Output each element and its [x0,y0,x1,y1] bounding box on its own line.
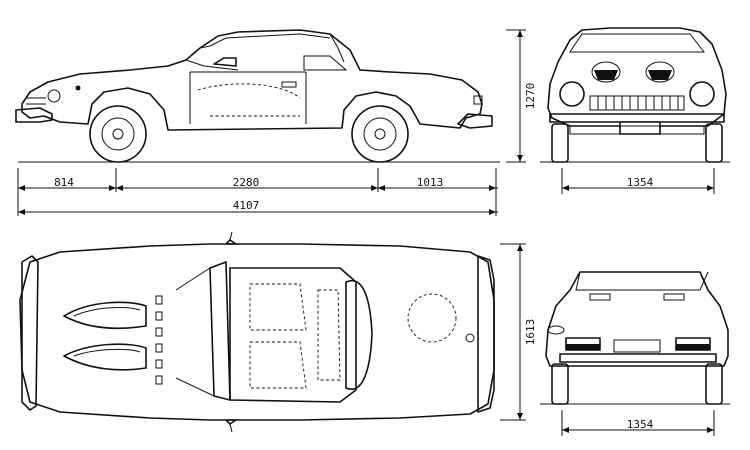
dim-wheelbase: 2280 [233,176,260,189]
front-view [540,27,730,163]
side-dimensions: 814 2280 1013 4107 1270 [17,29,537,216]
dim-rear-track: 1354 [627,418,654,431]
rear-view [540,271,730,405]
front-dimensions: 1354 [561,168,715,194]
dim-front-overhang: 814 [54,176,74,189]
top-dimensions: 1613 [500,243,537,421]
side-view [15,29,500,163]
dim-width: 1613 [524,319,537,346]
dim-front-track: 1354 [627,176,654,189]
rear-dimensions: 1354 [561,410,715,436]
dim-rear-overhang: 1013 [417,176,444,189]
dim-height: 1270 [524,83,537,110]
top-view [19,231,495,433]
dim-overall-length: 4107 [233,199,260,212]
